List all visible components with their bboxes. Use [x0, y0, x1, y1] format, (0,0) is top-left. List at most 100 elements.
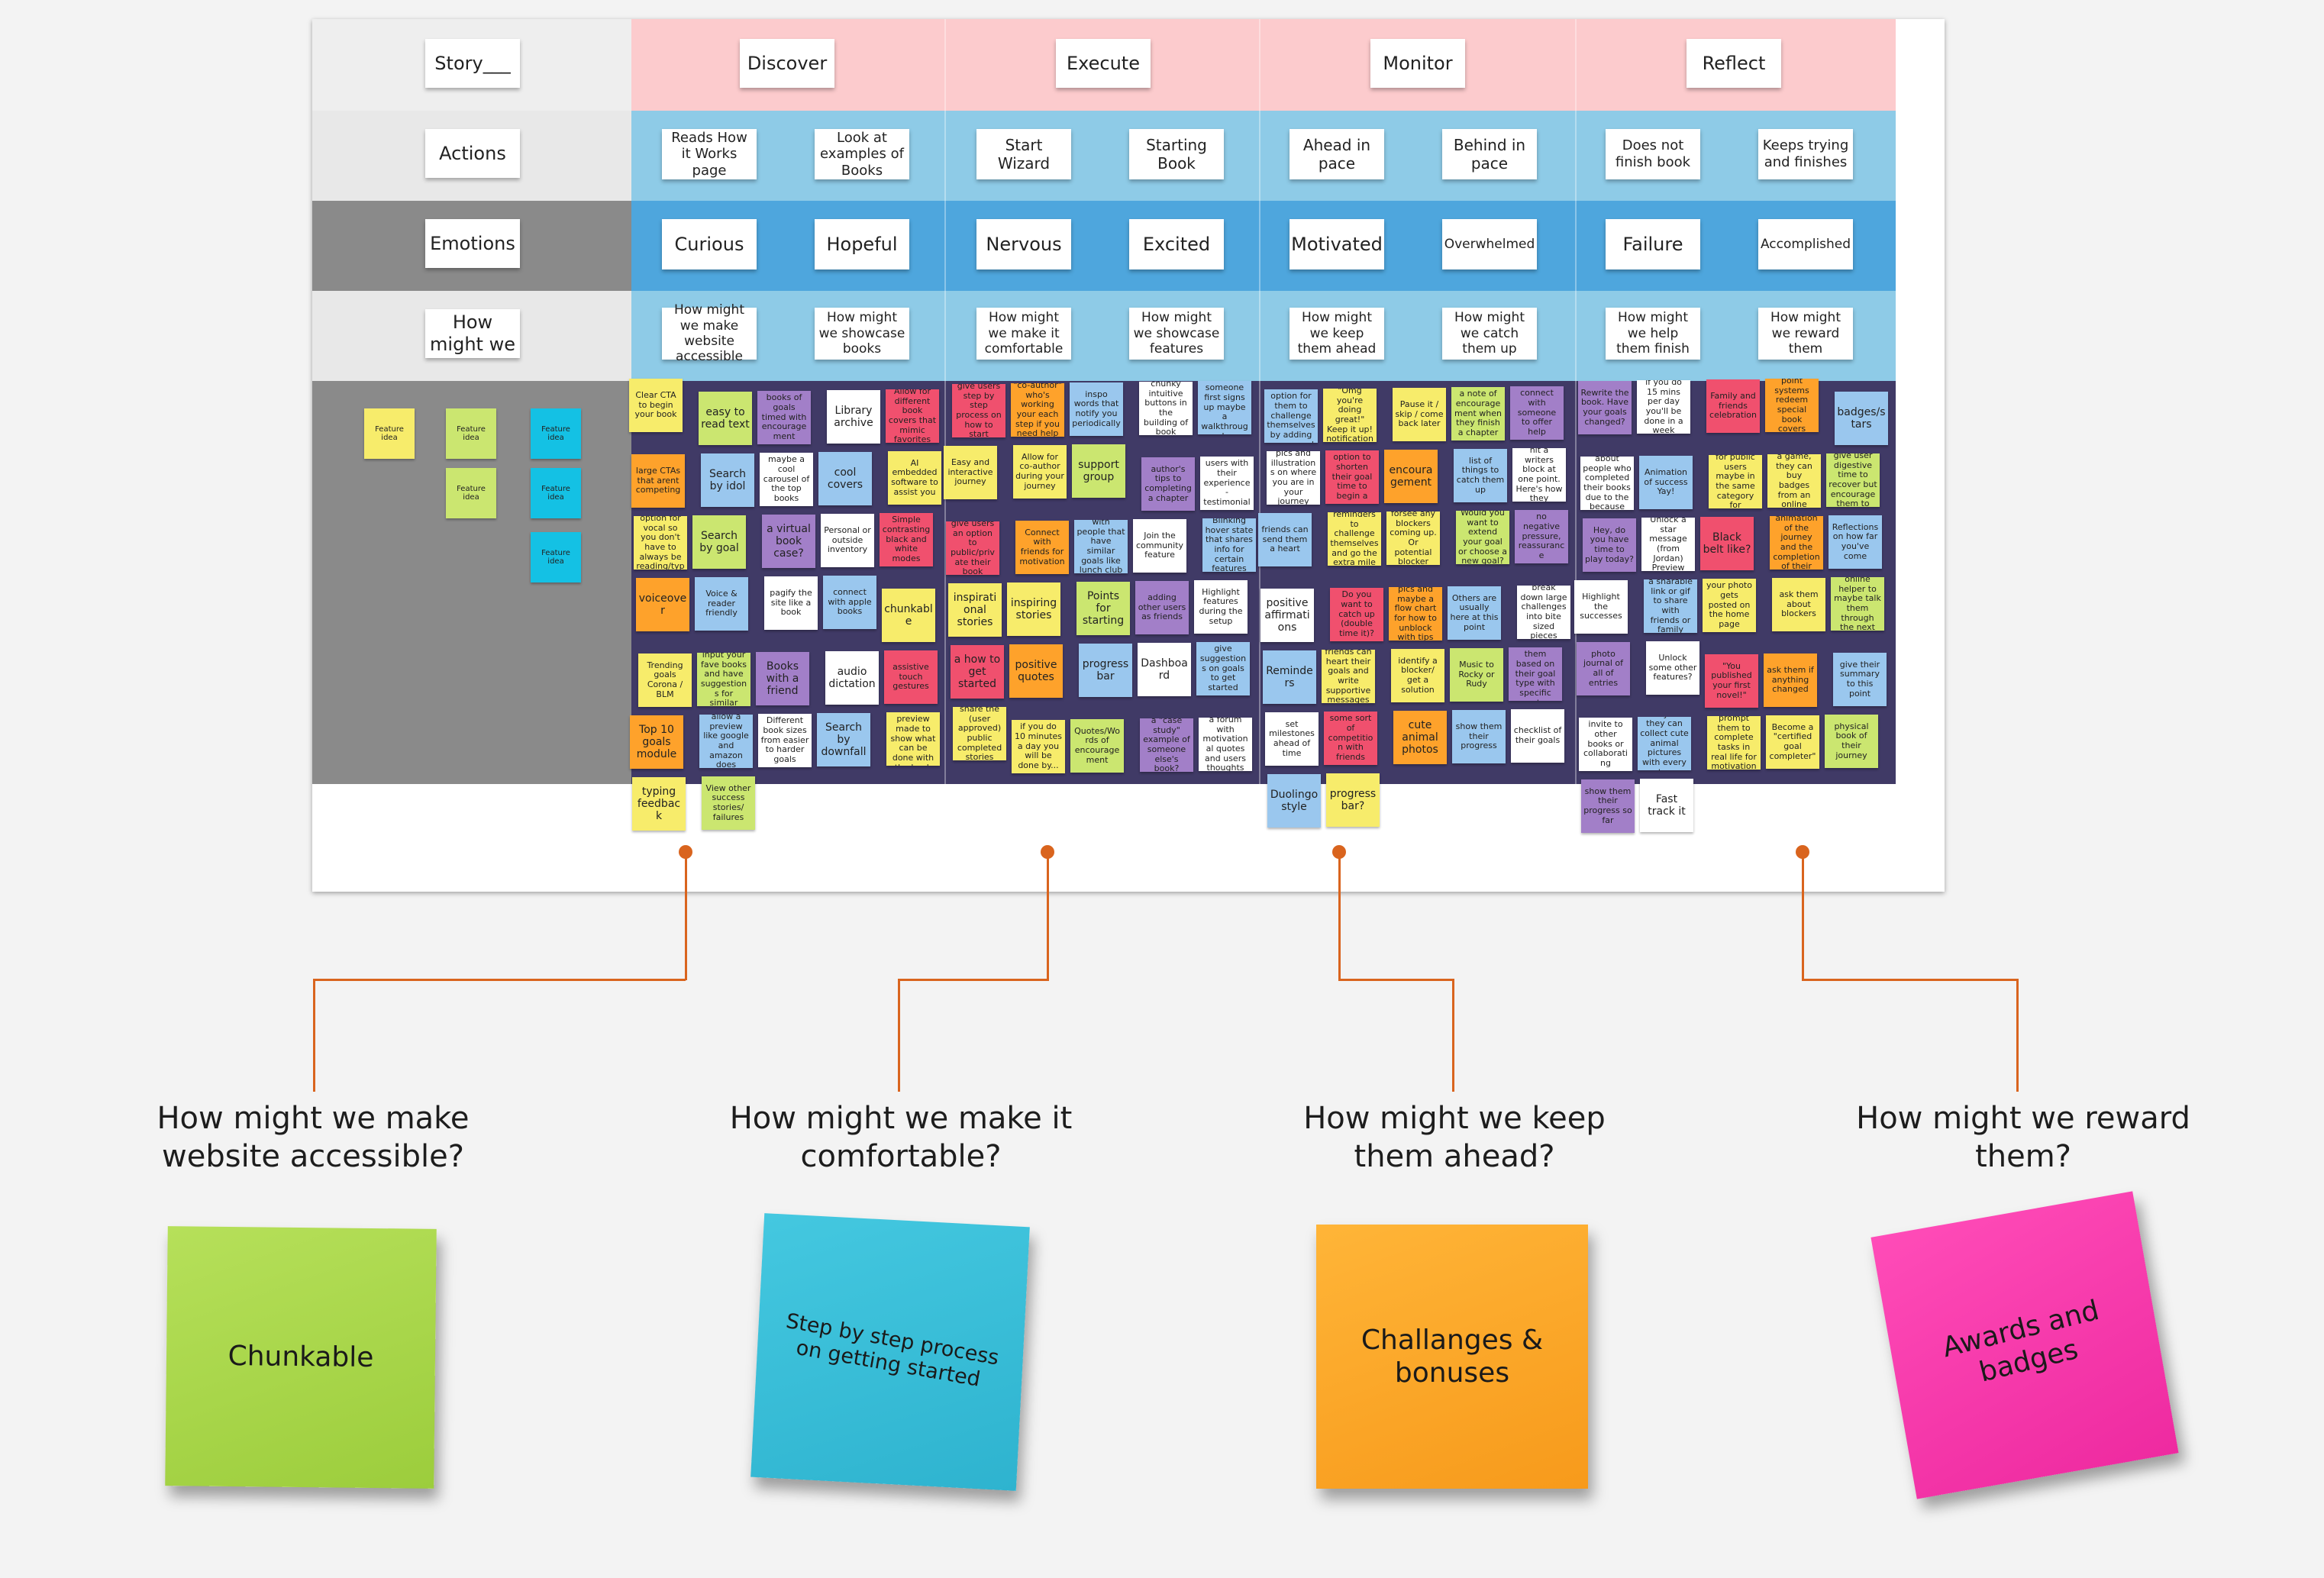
action-card[interactable]: Starting Book — [1129, 129, 1224, 179]
idea-note[interactable]: encouragement — [1384, 450, 1438, 503]
legend-feature-idea[interactable]: Feature idea — [531, 532, 581, 582]
legend-feature-idea[interactable]: Feature idea — [446, 468, 496, 518]
idea-note[interactable]: pics and illustrations on where you are … — [1267, 451, 1320, 505]
idea-note[interactable]: sometimes give user digestive time to re… — [1826, 453, 1880, 507]
idea-note[interactable]: photo journal of all of entries — [1577, 642, 1630, 695]
idea-note[interactable]: identify a blocker/ get a solution — [1391, 649, 1444, 702]
idea-note[interactable]: break down large challenges into bite si… — [1517, 586, 1570, 639]
action-card[interactable]: Ahead in pace — [1289, 129, 1384, 179]
idea-note[interactable]: Pause it / skip / come back later — [1393, 388, 1446, 441]
idea-note[interactable]: Search by goal — [692, 515, 746, 569]
idea-note[interactable]: Allow the option to shorten their goal t… — [1325, 450, 1379, 504]
idea-note[interactable]: pagify the site like a book — [764, 576, 818, 630]
hmw-card[interactable]: How might we catch them up — [1442, 308, 1537, 360]
idea-note[interactable]: Duolingo style — [1267, 774, 1321, 828]
idea-note[interactable]: Trending goals Corona / BLM — [638, 653, 692, 707]
story-header[interactable]: Story___ — [425, 39, 520, 88]
idea-note[interactable]: point systems redeem special book covers — [1765, 379, 1819, 432]
action-card[interactable]: Reads How it Works page — [662, 129, 757, 179]
idea-note[interactable]: have a personal "co-author" who's workin… — [1011, 383, 1064, 437]
actions-row-label[interactable]: Actions — [425, 129, 520, 178]
idea-note[interactable]: inspiring stories — [1007, 582, 1060, 636]
idea-note[interactable]: positive quotes — [1009, 644, 1063, 698]
discover-header[interactable]: Discover — [740, 39, 834, 88]
idea-note[interactable]: invite to other books or collaborating — [1579, 718, 1632, 771]
hmw-card[interactable]: How might we make website accessible — [662, 302, 757, 364]
idea-note[interactable]: Different book sizes from easier to hard… — [758, 714, 812, 767]
idea-note[interactable]: Unlock some other features? — [1646, 641, 1699, 695]
idea-note[interactable]: Rewrite the book. Have your goals change… — [1578, 381, 1632, 434]
idea-note[interactable]: if you do 10 minutes a day you will be d… — [1012, 720, 1065, 773]
idea-note[interactable]: Family and friends celebration — [1706, 379, 1760, 433]
idea-note[interactable]: Points for starting — [1076, 582, 1130, 635]
idea-note[interactable]: a sharable link or gif to share with fri… — [1644, 579, 1697, 633]
idea-note[interactable]: friends can send them a heart — [1258, 513, 1312, 566]
idea-note[interactable]: Music to Rocky or Rudy — [1450, 648, 1503, 702]
legend-feature-idea[interactable]: Feature idea — [531, 468, 581, 518]
monitor-header[interactable]: Monitor — [1370, 39, 1465, 88]
idea-note[interactable]: show them their progress so far — [1581, 779, 1635, 833]
idea-note[interactable]: list of things to catch them up — [1454, 449, 1507, 502]
idea-note[interactable]: Blinking hover state that shares info fo… — [1202, 518, 1256, 572]
idea-note[interactable]: large CTAs that arent competing — [631, 454, 685, 508]
idea-note[interactable]: maybe a cool carousel of the top books — [760, 453, 813, 506]
idea-note[interactable]: For faint about people who completed the… — [1580, 457, 1634, 510]
idea-note[interactable]: positive affirmations — [1260, 589, 1314, 642]
emotion-card[interactable]: Failure — [1606, 219, 1700, 269]
answer-chunkable[interactable]: Chunkable — [165, 1226, 437, 1489]
idea-note[interactable]: cute animal photos — [1393, 711, 1447, 764]
idea-note[interactable]: View other success stories/ failures — [702, 776, 755, 830]
hmw-card[interactable]: How might we showcase features — [1129, 308, 1224, 360]
idea-note[interactable]: pics and maybe a flow chart for how to u… — [1389, 587, 1442, 641]
idea-note[interactable]: audio dictation — [825, 651, 879, 705]
idea-note[interactable]: a virtual book case? — [762, 515, 815, 568]
idea-note[interactable]: prompt them to complete tasks in real li… — [1707, 716, 1761, 770]
idea-note[interactable]: Highlight features during the setup — [1194, 580, 1248, 634]
legend-feature-idea[interactable]: Feature idea — [364, 408, 415, 459]
idea-note[interactable]: connect with people that have similar go… — [1074, 520, 1128, 573]
idea-note[interactable]: maybe they can collect cute animal pictu… — [1638, 717, 1691, 770]
idea-note[interactable]: Reminders — [1263, 650, 1316, 704]
idea-note[interactable]: Others are usually here at this point — [1448, 586, 1501, 640]
idea-note[interactable]: some sort of competition with friends — [1324, 712, 1377, 765]
idea-note[interactable]: Allow for different book covers that mim… — [886, 389, 939, 443]
idea-note[interactable]: friends can heart their goals and write … — [1322, 650, 1375, 703]
idea-note[interactable]: Unlock a star message (from Jordan) Prev… — [1641, 518, 1695, 571]
emotion-card[interactable]: Excited — [1129, 219, 1224, 269]
idea-note[interactable]: ask them if anything changed — [1764, 653, 1817, 707]
emotion-card[interactable]: Accomplished — [1758, 219, 1853, 269]
idea-note[interactable]: Allow for co-author during your journey — [1013, 445, 1067, 499]
hmw-card[interactable]: How might we keep them ahead — [1289, 308, 1384, 360]
hmw-row-label[interactable]: How might we — [425, 309, 520, 358]
action-card[interactable]: Look at examples of Books — [815, 129, 909, 179]
idea-note[interactable]: ask them about blockers — [1772, 578, 1825, 631]
idea-note[interactable]: input your fave books and have suggestio… — [697, 653, 750, 706]
emotion-card[interactable]: Nervous — [976, 219, 1071, 269]
idea-note[interactable]: provide an online helper to maybe talk t… — [1831, 577, 1884, 631]
emotions-row-label[interactable]: Emotions — [425, 219, 520, 268]
emotion-card[interactable]: Hopeful — [815, 219, 909, 269]
idea-note[interactable]: connect with apple books — [823, 576, 876, 629]
idea-note[interactable]: Animation of success Yay! — [1639, 456, 1693, 509]
idea-note[interactable]: Add the option for them to challenge the… — [1264, 389, 1318, 443]
idea-note[interactable]: a book preview made to show what can be … — [886, 712, 940, 766]
idea-note[interactable]: your photo gets posted on the home page — [1703, 579, 1756, 632]
idea-note[interactable]: make it like a game, they can buy badges… — [1767, 454, 1821, 508]
idea-note[interactable]: "You published your first novel!" — [1705, 654, 1758, 708]
reflect-header[interactable]: Reflect — [1687, 39, 1781, 88]
idea-note[interactable]: a "case study" example of someone else's… — [1140, 718, 1193, 772]
idea-note[interactable]: inspirational stories — [948, 583, 1002, 637]
legend-feature-idea[interactable]: Feature idea — [446, 408, 496, 459]
idea-note[interactable]: no negative pressure, reassurance — [1515, 510, 1568, 563]
idea-note[interactable]: Black belt like? — [1700, 517, 1754, 570]
idea-note[interactable]: Highlight the successes — [1574, 580, 1628, 634]
hmw-card[interactable]: How might we reward them — [1758, 308, 1853, 360]
idea-note[interactable]: featured users with their experience - t… — [1200, 457, 1254, 510]
idea-note[interactable]: physical book of their journey — [1825, 715, 1878, 768]
idea-note[interactable]: Would you want to extend your goal or ch… — [1456, 511, 1509, 564]
idea-note[interactable]: checklist of their goals — [1511, 709, 1564, 763]
action-card[interactable]: Start Wizard — [976, 129, 1071, 179]
idea-note[interactable]: Simple contrasting black and white modes — [880, 513, 933, 566]
idea-note[interactable]: Library archive — [827, 390, 880, 444]
idea-note[interactable]: progress bar — [1079, 644, 1132, 697]
